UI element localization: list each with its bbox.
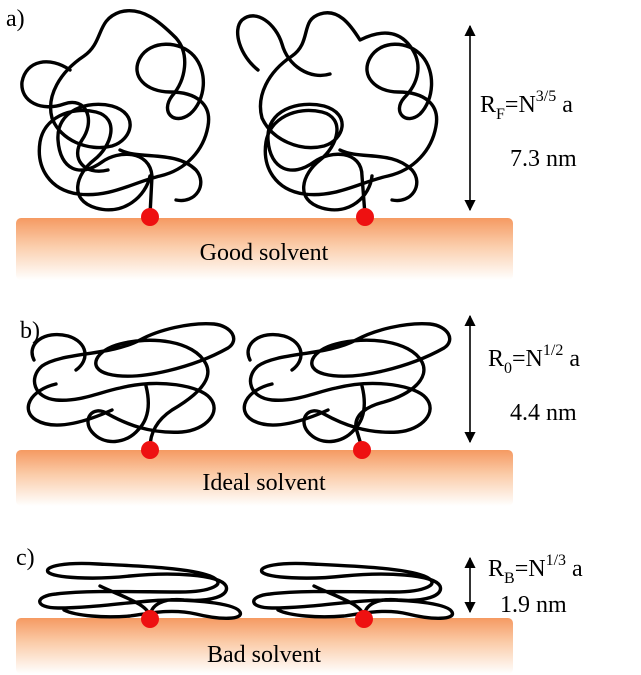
panel-b-substrate [16,450,513,506]
panel-b-radius-subscript: 0 [504,360,512,377]
panel-c-solvent-label: Bad solvent [207,642,321,668]
panel-c-anchor-point-1 [141,610,159,628]
panel-a-anchor-point-1 [141,208,159,226]
panel-a-polymer-chain-2-loop [236,14,332,77]
panel-c-anchor-point-2 [355,610,373,628]
panel-a-substrate [16,218,513,280]
panel-b-polymer-chain-2-loop [242,333,330,427]
panel-b-letter: b) [20,318,40,344]
panel-b-formula-tail: a [563,346,580,372]
panel-b-radius-symbol: R [488,346,504,372]
panel-c-radius-subscript: B [504,570,515,587]
panel-a-size-label: 7.3 nm [510,146,577,172]
panel-b-polymer-chain-1-loop [26,333,114,427]
panel-c: c) Bad solvent RB=N1/3 a 1.9 nm [16,545,583,674]
panel-b-polymer-chain-2 [248,321,452,450]
panel-b: b) Ideal solvent R0=N1/2 a 4.4 nm [16,314,580,506]
panel-a-polymer-chain-1-loop2 [118,148,203,203]
panel-a-solvent-label: Good solvent [200,240,329,266]
panel-c-radius-symbol: R [488,556,504,582]
panel-b-radius-formula: R0=N1/2 a [488,342,580,377]
panel-a: a) Good solvent RF=N3/5 a 7.3 nm [6,6,577,280]
panel-c-formula-base: =N [515,556,546,582]
panel-a-radius-symbol: R [480,92,496,118]
panel-a-radius-formula: RF=N3/5 a [480,88,573,123]
panel-a-polymer-chain-2-loop2 [338,148,419,203]
panel-b-anchor-point-2 [353,441,371,459]
panel-a-anchor-point-2 [356,208,374,226]
panel-c-polymer-chain-2 [252,561,454,620]
panel-b-solvent-label: Ideal solvent [202,470,326,496]
panel-b-size-label: 4.4 nm [510,400,577,426]
panel-b-formula-base: =N [512,346,543,372]
panel-c-exponent: 1/3 [546,552,566,569]
panel-a-letter: a) [6,6,25,32]
panel-a-polymer-chain-1 [37,9,211,217]
panel-c-radius-formula: RB=N1/3 a [488,552,583,587]
panel-a-exponent: 3/5 [536,88,556,105]
panel-b-exponent: 1/2 [543,342,563,359]
panel-c-polymer-chain-1 [38,561,242,620]
panel-a-formula-tail: a [556,92,573,118]
panel-a-polymer-chain-1-loop [20,60,110,173]
panel-c-substrate [16,618,513,674]
panel-c-formula-tail: a [566,556,583,582]
panel-b-anchor-point-1 [141,441,159,459]
panel-a-radius-subscript: F [496,106,505,123]
panel-b-polymer-chain-1 [32,321,236,450]
panel-a-polymer-chain-2 [258,11,439,217]
panel-c-letter: c) [16,545,35,571]
panel-c-size-label: 1.9 nm [500,592,567,618]
panel-a-formula-base: =N [505,92,536,118]
